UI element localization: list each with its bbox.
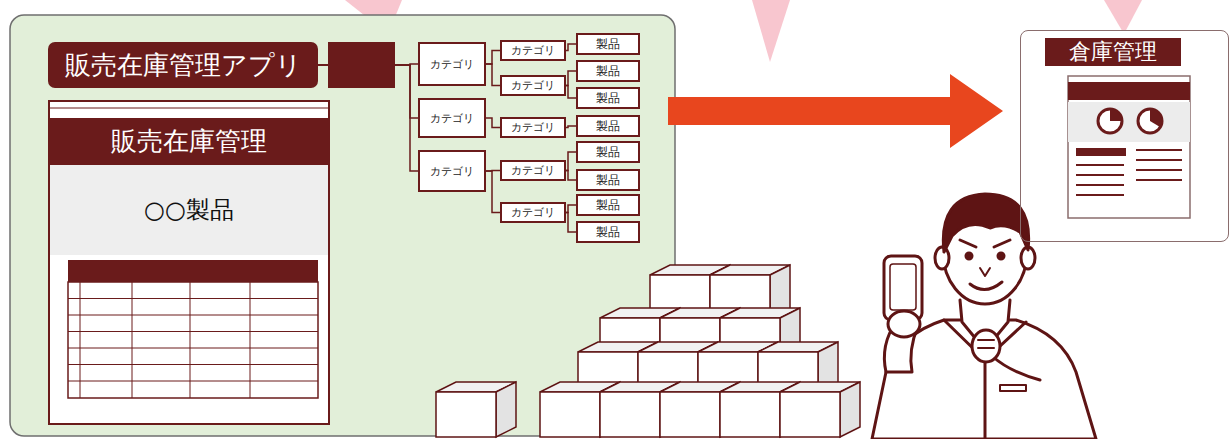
node-body-text: ○○製品	[50, 165, 328, 255]
node-label: カテゴリ	[511, 163, 555, 178]
warehouse-panel-ground	[1020, 30, 1229, 242]
subcategory-box: カテゴリ	[500, 75, 566, 96]
tree-connector	[486, 64, 500, 86]
tree-connector	[486, 171, 500, 213]
tree-connector	[486, 118, 500, 128]
category-box: カテゴリ	[418, 42, 486, 86]
node-label: カテゴリ	[511, 78, 555, 93]
node-label: 製品	[596, 36, 620, 53]
category-box: カテゴリ	[418, 98, 486, 138]
app-title-band: 販売在庫管理アプリ	[48, 42, 318, 88]
node-label: カテゴリ	[430, 164, 474, 179]
node-label: カテゴリ	[511, 205, 555, 220]
worker-figure	[872, 194, 1096, 439]
tree-connector	[566, 205, 576, 213]
cardboard-boxes	[436, 265, 860, 437]
flow-arrow	[668, 74, 1003, 148]
product-box: 製品	[576, 60, 640, 82]
tree-connector	[486, 51, 500, 65]
sales-window: 販売在庫管理○○製品	[48, 100, 330, 425]
window-body	[48, 100, 330, 425]
product-box: 製品	[576, 115, 640, 137]
report-document	[1068, 76, 1190, 218]
callout-tail	[752, 0, 790, 62]
product-box: 製品	[576, 169, 640, 191]
node-label: カテゴリ	[511, 43, 555, 58]
tree-connector	[566, 44, 576, 51]
menu-block	[328, 42, 395, 88]
node-label: 倉庫管理	[1045, 38, 1181, 66]
product-box: 製品	[576, 87, 640, 109]
tree-connector	[566, 71, 576, 86]
node-label: 販売在庫管理アプリ	[65, 48, 302, 83]
node-label: カテゴリ	[430, 111, 474, 126]
node-label: カテゴリ	[511, 120, 555, 135]
subcategory-box: カテゴリ	[500, 117, 566, 138]
app-panel	[10, 15, 675, 436]
callout-tail	[1104, 0, 1142, 34]
node-label: 製品	[596, 118, 620, 135]
product-box: 製品	[576, 141, 640, 163]
warehouse-panel: 倉庫管理	[1020, 30, 1229, 242]
product-box: 製品	[576, 194, 640, 216]
node-label: 製品	[596, 63, 620, 80]
table-grid	[68, 260, 318, 398]
tree-connector	[566, 86, 576, 99]
category-box: カテゴリ	[418, 150, 486, 192]
node-label: 販売在庫管理	[50, 118, 328, 165]
node-label: カテゴリ	[430, 57, 474, 72]
product-box: 製品	[576, 221, 640, 243]
node-label: 製品	[596, 90, 620, 107]
subcategory-box: カテゴリ	[500, 160, 566, 181]
tree-connector	[566, 171, 576, 181]
subcategory-box: カテゴリ	[500, 40, 566, 61]
tree-connector	[566, 126, 576, 128]
tree-connector	[566, 213, 576, 233]
product-box: 製品	[576, 33, 640, 55]
subcategory-box: カテゴリ	[500, 202, 566, 223]
node-label: 製品	[596, 197, 620, 214]
window-top-line	[50, 108, 328, 109]
node-label: 製品	[596, 144, 620, 161]
node-label: 製品	[596, 172, 620, 189]
node-label: 製品	[596, 224, 620, 241]
tree-connector	[566, 152, 576, 171]
